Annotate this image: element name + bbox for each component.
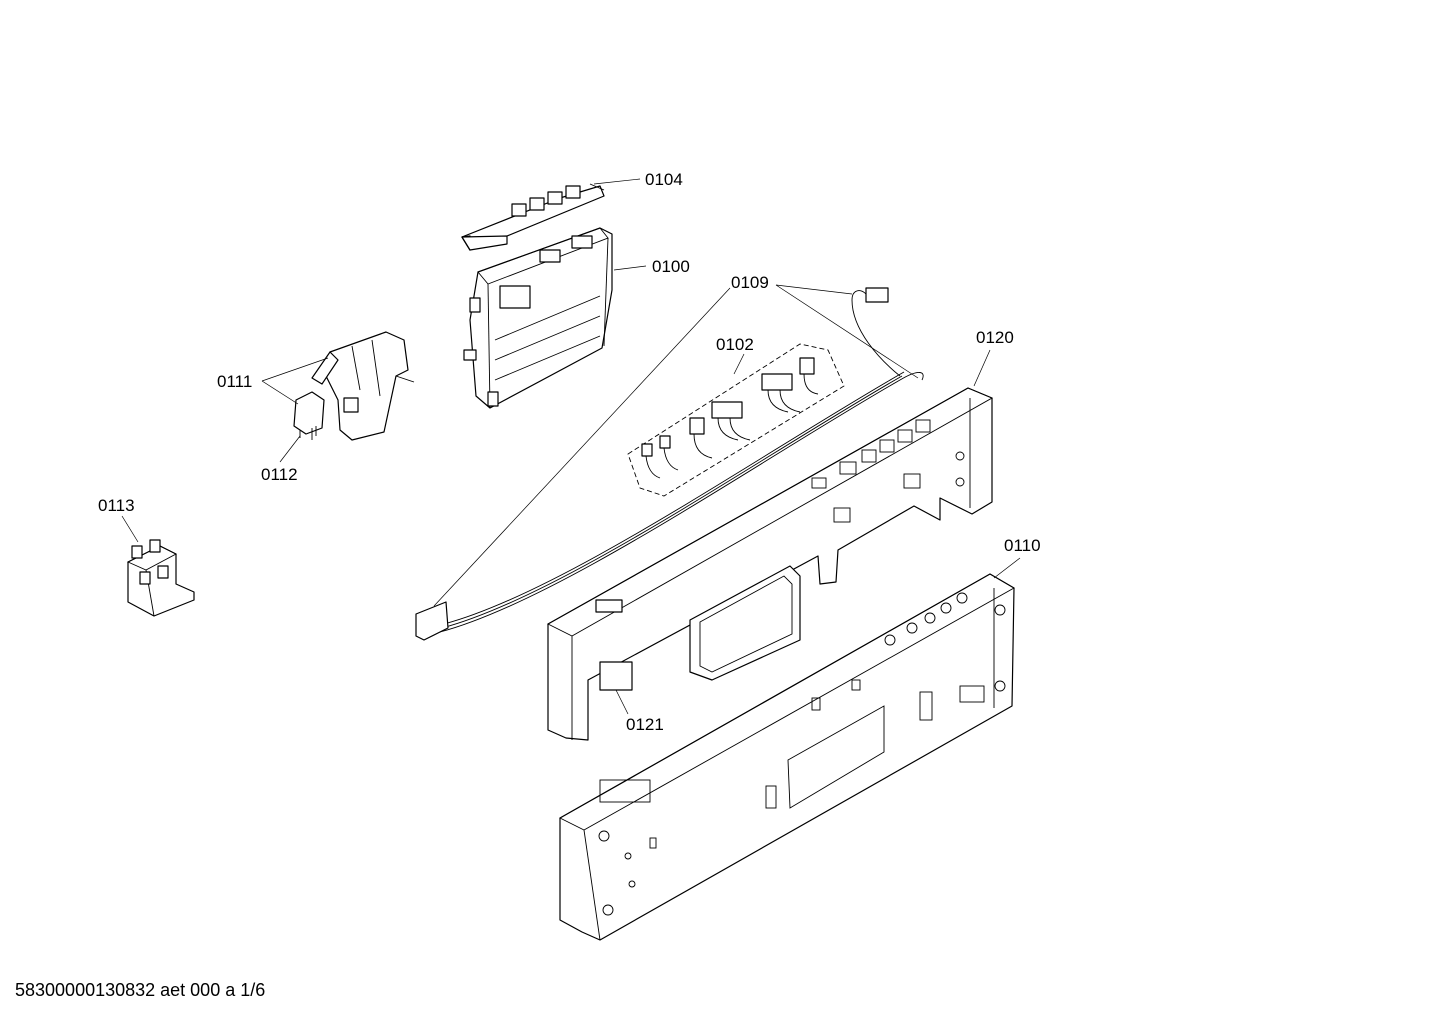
leader-lines (121, 178, 1021, 715)
callout-0102: 0102 (716, 335, 754, 354)
part-0120-fascia (547, 387, 994, 741)
callout-0109: 0109 (731, 273, 769, 292)
part-0112-small-component (293, 391, 325, 440)
callout-0100: 0100 (652, 257, 690, 276)
callout-0112: 0112 (261, 465, 298, 484)
part-0104-button-strip (461, 183, 605, 251)
part-0100-electronic-module (463, 227, 613, 409)
callout-labels: 0104 0100 0109 0102 0120 0111 0112 0113 … (98, 170, 1041, 734)
part-0113-connector-block (126, 539, 195, 617)
callout-0111: 0111 (217, 372, 252, 391)
drawing-reference-footer: 58300000130832 aet 000 a 1/6 (15, 980, 266, 1000)
part-0111-bracket (311, 331, 415, 441)
part-0102-connector-set (627, 343, 845, 497)
callout-0110: 0110 (1004, 536, 1041, 555)
part-0109-cable-harness (415, 287, 924, 641)
callout-0120: 0120 (976, 328, 1014, 347)
part-0110-housing (559, 573, 1015, 941)
callout-0121: 0121 (626, 715, 664, 734)
callout-0104: 0104 (645, 170, 683, 189)
callout-0113: 0113 (98, 496, 135, 515)
